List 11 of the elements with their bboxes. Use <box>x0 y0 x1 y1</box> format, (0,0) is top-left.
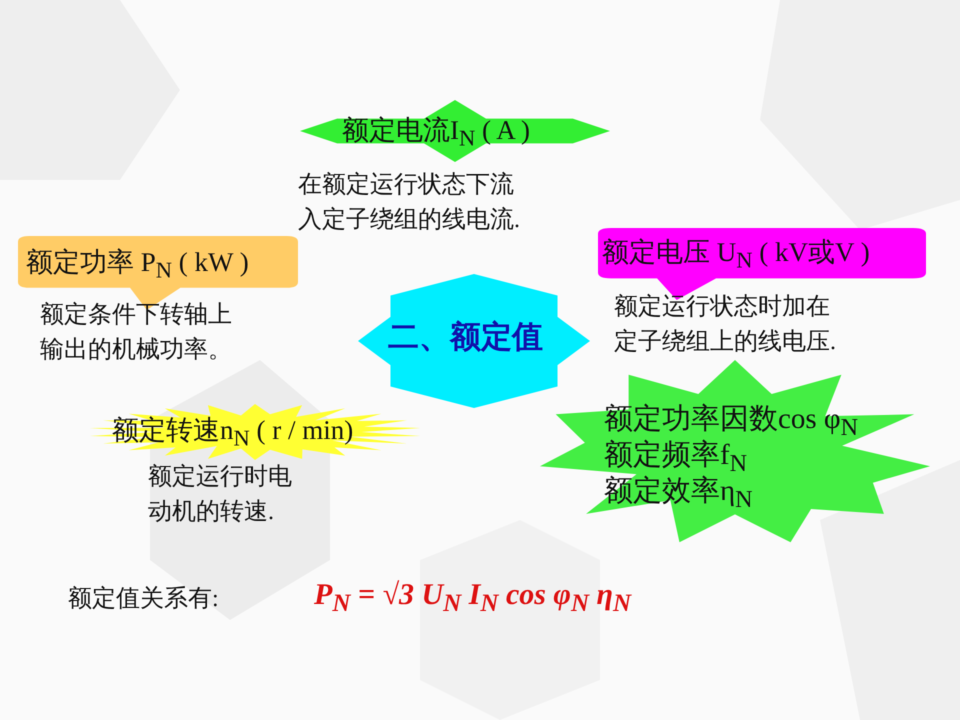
term-label: 额定功率 P$_{N}$ ( kW ) <box>26 248 249 282</box>
term-label: 额定频率f$_{N}$ <box>604 440 748 476</box>
note-text: 额定值关系有: <box>68 584 219 614</box>
term-label: 额定电流I$_{N}$ ( A ) <box>342 116 530 150</box>
description-text: 额定条件下转轴上输出的机械功率。 <box>40 300 233 365</box>
description-text: 额定运行状态时加在定子绕组上的线电压. <box>614 292 837 357</box>
term-label: 额定电压 U$_{N}$ ( kV或V ) <box>602 238 870 272</box>
description-text: 在额定运行状态下流入定子绕组的线电流. <box>298 170 521 235</box>
description-text: 额定运行时电动机的转速. <box>148 462 293 527</box>
heading: 二、额定值 <box>388 321 543 354</box>
formula: P$_{N}$ = √3 U$_{N}$ I$_{N}$ cos φ$_{N}$ η$_{N}$ <box>314 578 632 618</box>
